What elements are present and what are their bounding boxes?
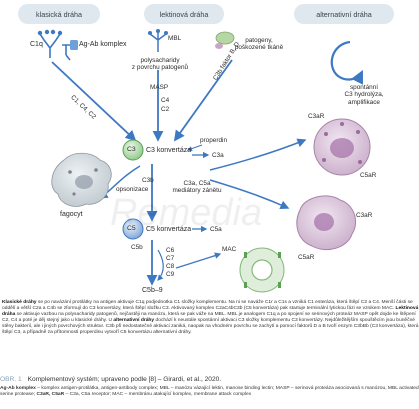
lectin-pathway-term: Lektinová dráha [2, 306, 419, 318]
pathogen-icon [215, 31, 235, 49]
abbr-term-1: Ag-Ab komplex [0, 386, 36, 391]
pathogens-label: patogeny, poškozené tkáně [228, 37, 290, 52]
c5b-9-label: C5b–9 [142, 287, 163, 294]
mac-arrow [175, 252, 222, 269]
c5-convertase-label: C5 konvertáza [146, 226, 192, 233]
masp-label: MASP [150, 84, 169, 91]
c4-label: C4 [161, 97, 170, 104]
properdin-label: properdin [200, 137, 228, 144]
c3-convertase-label: C3 konvertáza [146, 147, 192, 154]
abbr-text-1: – komplex antigen-protilátka, antigen-an… [0, 386, 419, 398]
header-classic-pathway: klasická dráha [18, 4, 100, 24]
alternative-pathway-term: alternativní dráhy [113, 318, 155, 324]
c1q-molecule-icon [37, 29, 63, 58]
c5-node [122, 218, 144, 240]
mbl-molecule-icon [148, 29, 168, 52]
header-lectin-pathway: lektinová dráha [144, 4, 224, 24]
c3ar-label-lower: C3aR [356, 212, 373, 219]
antibody-icon [62, 40, 78, 61]
c5ar-label-upper: C5aR [360, 172, 377, 179]
classic-to-c3-arrow [51, 61, 137, 142]
spontaneous-line3: amplifikace [348, 98, 380, 106]
mediator-arrow-upper [209, 138, 307, 171]
header-alternative-label: alternativní dráha [316, 9, 372, 19]
c5b-label: C5b [131, 244, 143, 251]
pathogens-line1: patogeny, [245, 37, 273, 44]
phagocyte-cell-icon [51, 152, 112, 207]
c6-c9-arrow [157, 249, 164, 281]
complement-diagram: Remedia [37, 29, 371, 293]
properdin-arrow [187, 144, 203, 152]
spontaneous-label: spontánní C3 hydrolýza, amplifikace [332, 84, 396, 106]
figure-title: Komplementový systém; upraveno podle [8]… [27, 376, 222, 383]
header-classic-label: klasická dráha [36, 9, 82, 19]
figure-description: Klasické dráhy se po navázání protilátky… [0, 300, 419, 336]
watermark: Remedia [110, 192, 262, 234]
figure-number: OBR. 1 [0, 376, 22, 383]
spontaneous-line2: C3 hydrolýza, [344, 91, 384, 99]
mediator-arrow-lower [209, 179, 290, 210]
mac-label: MAC [222, 246, 237, 253]
abbreviations: Ag-Ab komplex – komplex antigen-protilát… [0, 386, 419, 398]
c6-label: C6 [166, 247, 175, 254]
figure-caption: OBR. 1 Komplementový systém; upraveno pod… [0, 376, 419, 383]
mediators-line2: mediátory zánětu [172, 187, 222, 195]
header-lectin-label: lektinová dráha [159, 9, 209, 19]
c9-label: C9 [166, 271, 175, 278]
mediators-line1: C3a, C5a [183, 180, 211, 187]
c8-label: C8 [166, 263, 175, 270]
mast-cell-upper-icon [313, 118, 371, 176]
c6-c9-list: C6 C7 C8 C9 [166, 247, 174, 279]
mac-pore-icon [239, 247, 285, 293]
alternative-pathway-text: dochází k neustále spontánní aktivaci C3… [2, 318, 419, 336]
description-paragraph: Klasické dráhy se po navázání protilátky… [0, 300, 419, 336]
c5ar-label-lower: C5aR [298, 254, 315, 261]
classic-pathway-text: se po navázání protilátky na antigen akt… [2, 300, 413, 312]
polysacharides-line2: z povrchu patogenů [131, 64, 189, 72]
ag-ab-label: Ag-Ab komplex [79, 41, 127, 48]
c3-node-label: C3 [127, 146, 136, 153]
polysacharides-line1: polysacharidy [140, 57, 180, 64]
c7-label: C7 [166, 255, 175, 262]
spontaneous-line1: spontánní [349, 84, 379, 91]
c3a-label: C3a [212, 152, 224, 159]
classic-pathway-term: Klasické dráhy [2, 300, 37, 305]
opsonization-label: opsonizace [116, 186, 149, 193]
mbl-label: MBL [168, 35, 182, 42]
c2-label: C2 [161, 106, 170, 113]
alternative-to-c3-arrow [173, 59, 233, 142]
c5a-label: C5a [210, 226, 222, 233]
header-alternative-pathway: alternativní dráha [294, 4, 394, 24]
c3ar-label-upper: C3aR [308, 113, 325, 120]
mediators-label: C3a, C5a mediátory zánětu [162, 180, 232, 195]
abbr-text-2: – C3a, C5a receptor; MAC – membránu atak… [64, 392, 252, 398]
c3-node [122, 139, 144, 161]
phagocyte-label: fagocyt [60, 211, 83, 218]
c5-node-label: C5 [127, 225, 136, 232]
pathogens-line2: poškozené tkáně [234, 44, 284, 52]
abbr-term-2: C3aR, C5aR [36, 392, 65, 398]
c1q-label: C1q [30, 41, 43, 48]
lectin-pathway-text: se aktivuje vazbou na polysacharidy pato… [2, 312, 416, 324]
polysacharides-label: polysacharidy z povrchu patogenů [128, 57, 192, 72]
c3b-label: C3b [142, 177, 154, 184]
spontaneous-hydrolysis-arrow [330, 40, 363, 85]
mast-cell-lower-icon [296, 195, 356, 250]
